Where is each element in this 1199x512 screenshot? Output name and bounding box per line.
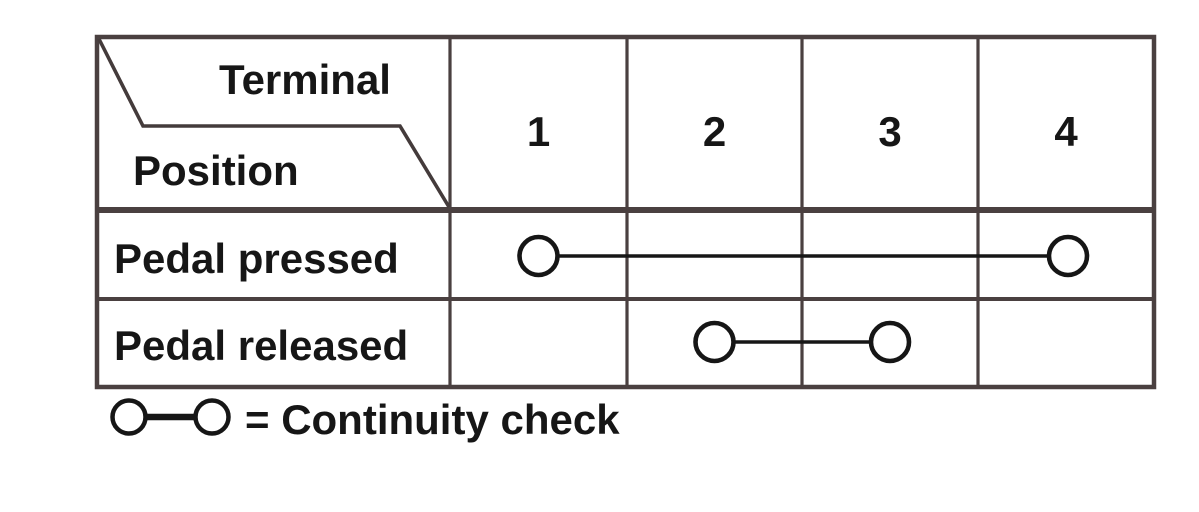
row-label-pedal-pressed: Pedal pressed — [114, 235, 399, 282]
connections-layer — [517, 234, 1090, 364]
terminal-col-header-1: 1 — [526, 108, 551, 155]
row-label-pedal-released: Pedal released — [114, 322, 409, 369]
corner-terminal-label: Terminal — [219, 56, 391, 103]
terminal-col-header-2: 2 — [702, 108, 727, 155]
header-diagonal — [97, 38, 451, 208]
continuity-terminal-circle — [693, 320, 736, 364]
continuity-terminal-circle — [868, 320, 912, 364]
legend-text: = Continuity check — [245, 396, 620, 443]
corner-position-label: Position — [133, 147, 299, 194]
continuity-symbol-icon — [110, 398, 231, 436]
continuity-terminal-circle — [1046, 234, 1090, 278]
terminal-col-header-3: 3 — [878, 108, 902, 155]
terminal-col-header-4: 4 — [1054, 108, 1078, 155]
continuity-terminal-circle — [517, 234, 560, 278]
